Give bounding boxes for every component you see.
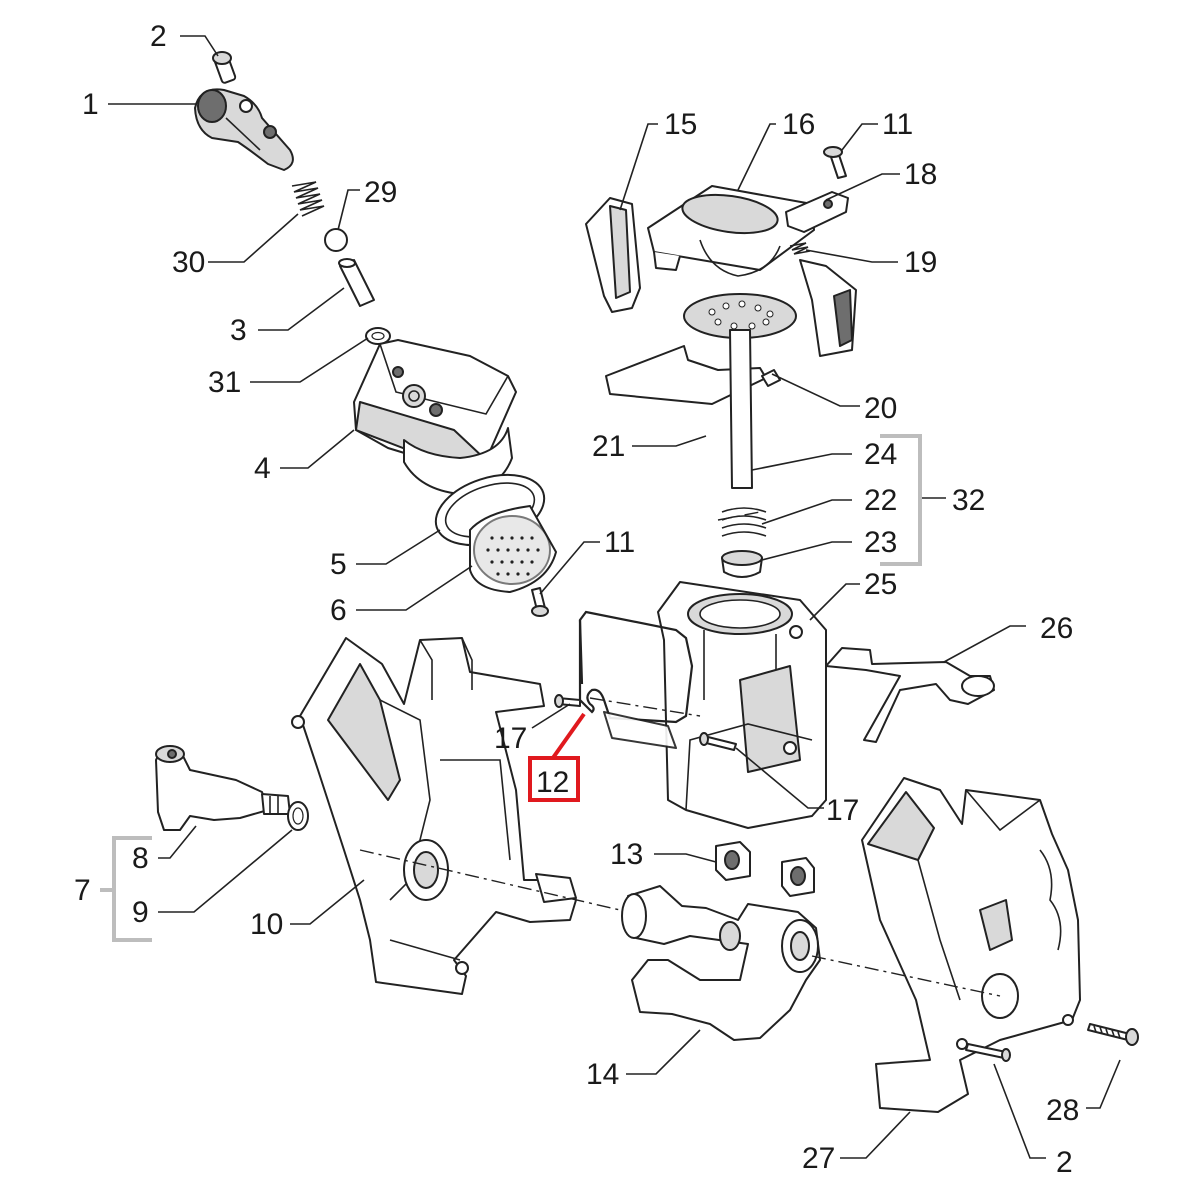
part-13-bushing-left: [715, 841, 751, 881]
callout-19: 19: [904, 246, 937, 279]
highlight-box-12: [528, 756, 580, 802]
group-bracket-7: [100, 836, 152, 942]
part-31-oring: [365, 327, 391, 345]
callout-9: 9: [132, 896, 149, 929]
callout-11-top: 11: [882, 108, 913, 141]
part-25-brew-chamber: [657, 581, 827, 829]
part-11-screw-middle: [531, 587, 549, 617]
callout-25: 25: [864, 568, 897, 601]
callout-17-left: 17: [494, 722, 527, 755]
part-17-pin-left: [554, 694, 581, 708]
part-20-disc-shaft: [605, 293, 797, 489]
part-11-screw-top: [823, 146, 847, 179]
callout-20: 20: [864, 392, 897, 425]
callout-17-right: 17: [826, 794, 859, 827]
callout-11-middle: 11: [604, 526, 635, 559]
callout-8: 8: [132, 842, 149, 875]
callout-14: 14: [586, 1058, 619, 1091]
callout-32: 32: [952, 484, 985, 517]
callout-21: 21: [592, 430, 625, 463]
part-12-wire-clip: [578, 610, 694, 749]
part-4-piston-head: [353, 339, 517, 495]
callout-3: 3: [230, 314, 247, 347]
callout-28: 28: [1046, 1094, 1079, 1127]
callout-30: 30: [172, 246, 205, 279]
callout-31: 31: [208, 366, 241, 399]
part-18-bracket: [785, 191, 849, 233]
callout-23: 23: [864, 526, 897, 559]
callout-labels: 2 1 30 29 3 31 4 5 6 11 15 16 11 18 19 2…: [74, 20, 1079, 1179]
callout-10: 10: [250, 908, 283, 941]
group-bracket-32: [880, 434, 922, 566]
callout-6: 6: [330, 594, 347, 627]
callout-7: 7: [74, 874, 91, 907]
callout-1: 1: [82, 88, 99, 121]
part-26-lever: [825, 647, 995, 743]
callout-12: 12: [536, 766, 569, 799]
part-29-ball: [324, 228, 348, 252]
part-10-left-frame: [291, 637, 577, 995]
callout-13: 13: [610, 838, 643, 871]
callout-29: 29: [364, 176, 397, 209]
callout-4: 4: [254, 452, 271, 485]
part-2-screw-bottom: [965, 1043, 1011, 1062]
part-28-long-screw: [1087, 1023, 1139, 1046]
part-9-oring: [287, 801, 309, 831]
callout-15: 15: [664, 108, 697, 141]
part-1-lever-assembly: [194, 88, 294, 171]
callout-24: 24: [864, 438, 897, 471]
part-17-pin-right: [699, 732, 737, 751]
callout-2-top: 2: [150, 20, 167, 53]
part-14-cradle: [621, 885, 821, 1041]
callout-26: 26: [1040, 612, 1073, 645]
callout-27: 27: [802, 1142, 835, 1175]
part-8-connector: [155, 745, 291, 831]
part-6-filter: [469, 505, 557, 593]
assembly-axes: [359, 511, 1001, 997]
part-3-pin: [338, 258, 375, 307]
part-23-valve-cap: [721, 550, 763, 578]
callout-5: 5: [330, 548, 347, 581]
part-19-small-spring: [789, 242, 811, 255]
leader-lines: [108, 35, 1121, 1159]
callout-22: 22: [864, 484, 897, 517]
part-2-screw-top: [212, 51, 237, 84]
part-16-funnel: [647, 185, 857, 357]
part-22-spring: [721, 507, 767, 537]
callout-18: 18: [904, 158, 937, 191]
part-27-right-frame: [861, 777, 1081, 1113]
part-30-spring: [291, 181, 325, 217]
part-15-slider: [585, 197, 641, 313]
part-13-bushing-right: [781, 857, 815, 897]
highlight-part-12: [528, 712, 586, 802]
callout-2-bottom: 2: [1056, 1146, 1073, 1179]
callout-16: 16: [782, 108, 815, 141]
